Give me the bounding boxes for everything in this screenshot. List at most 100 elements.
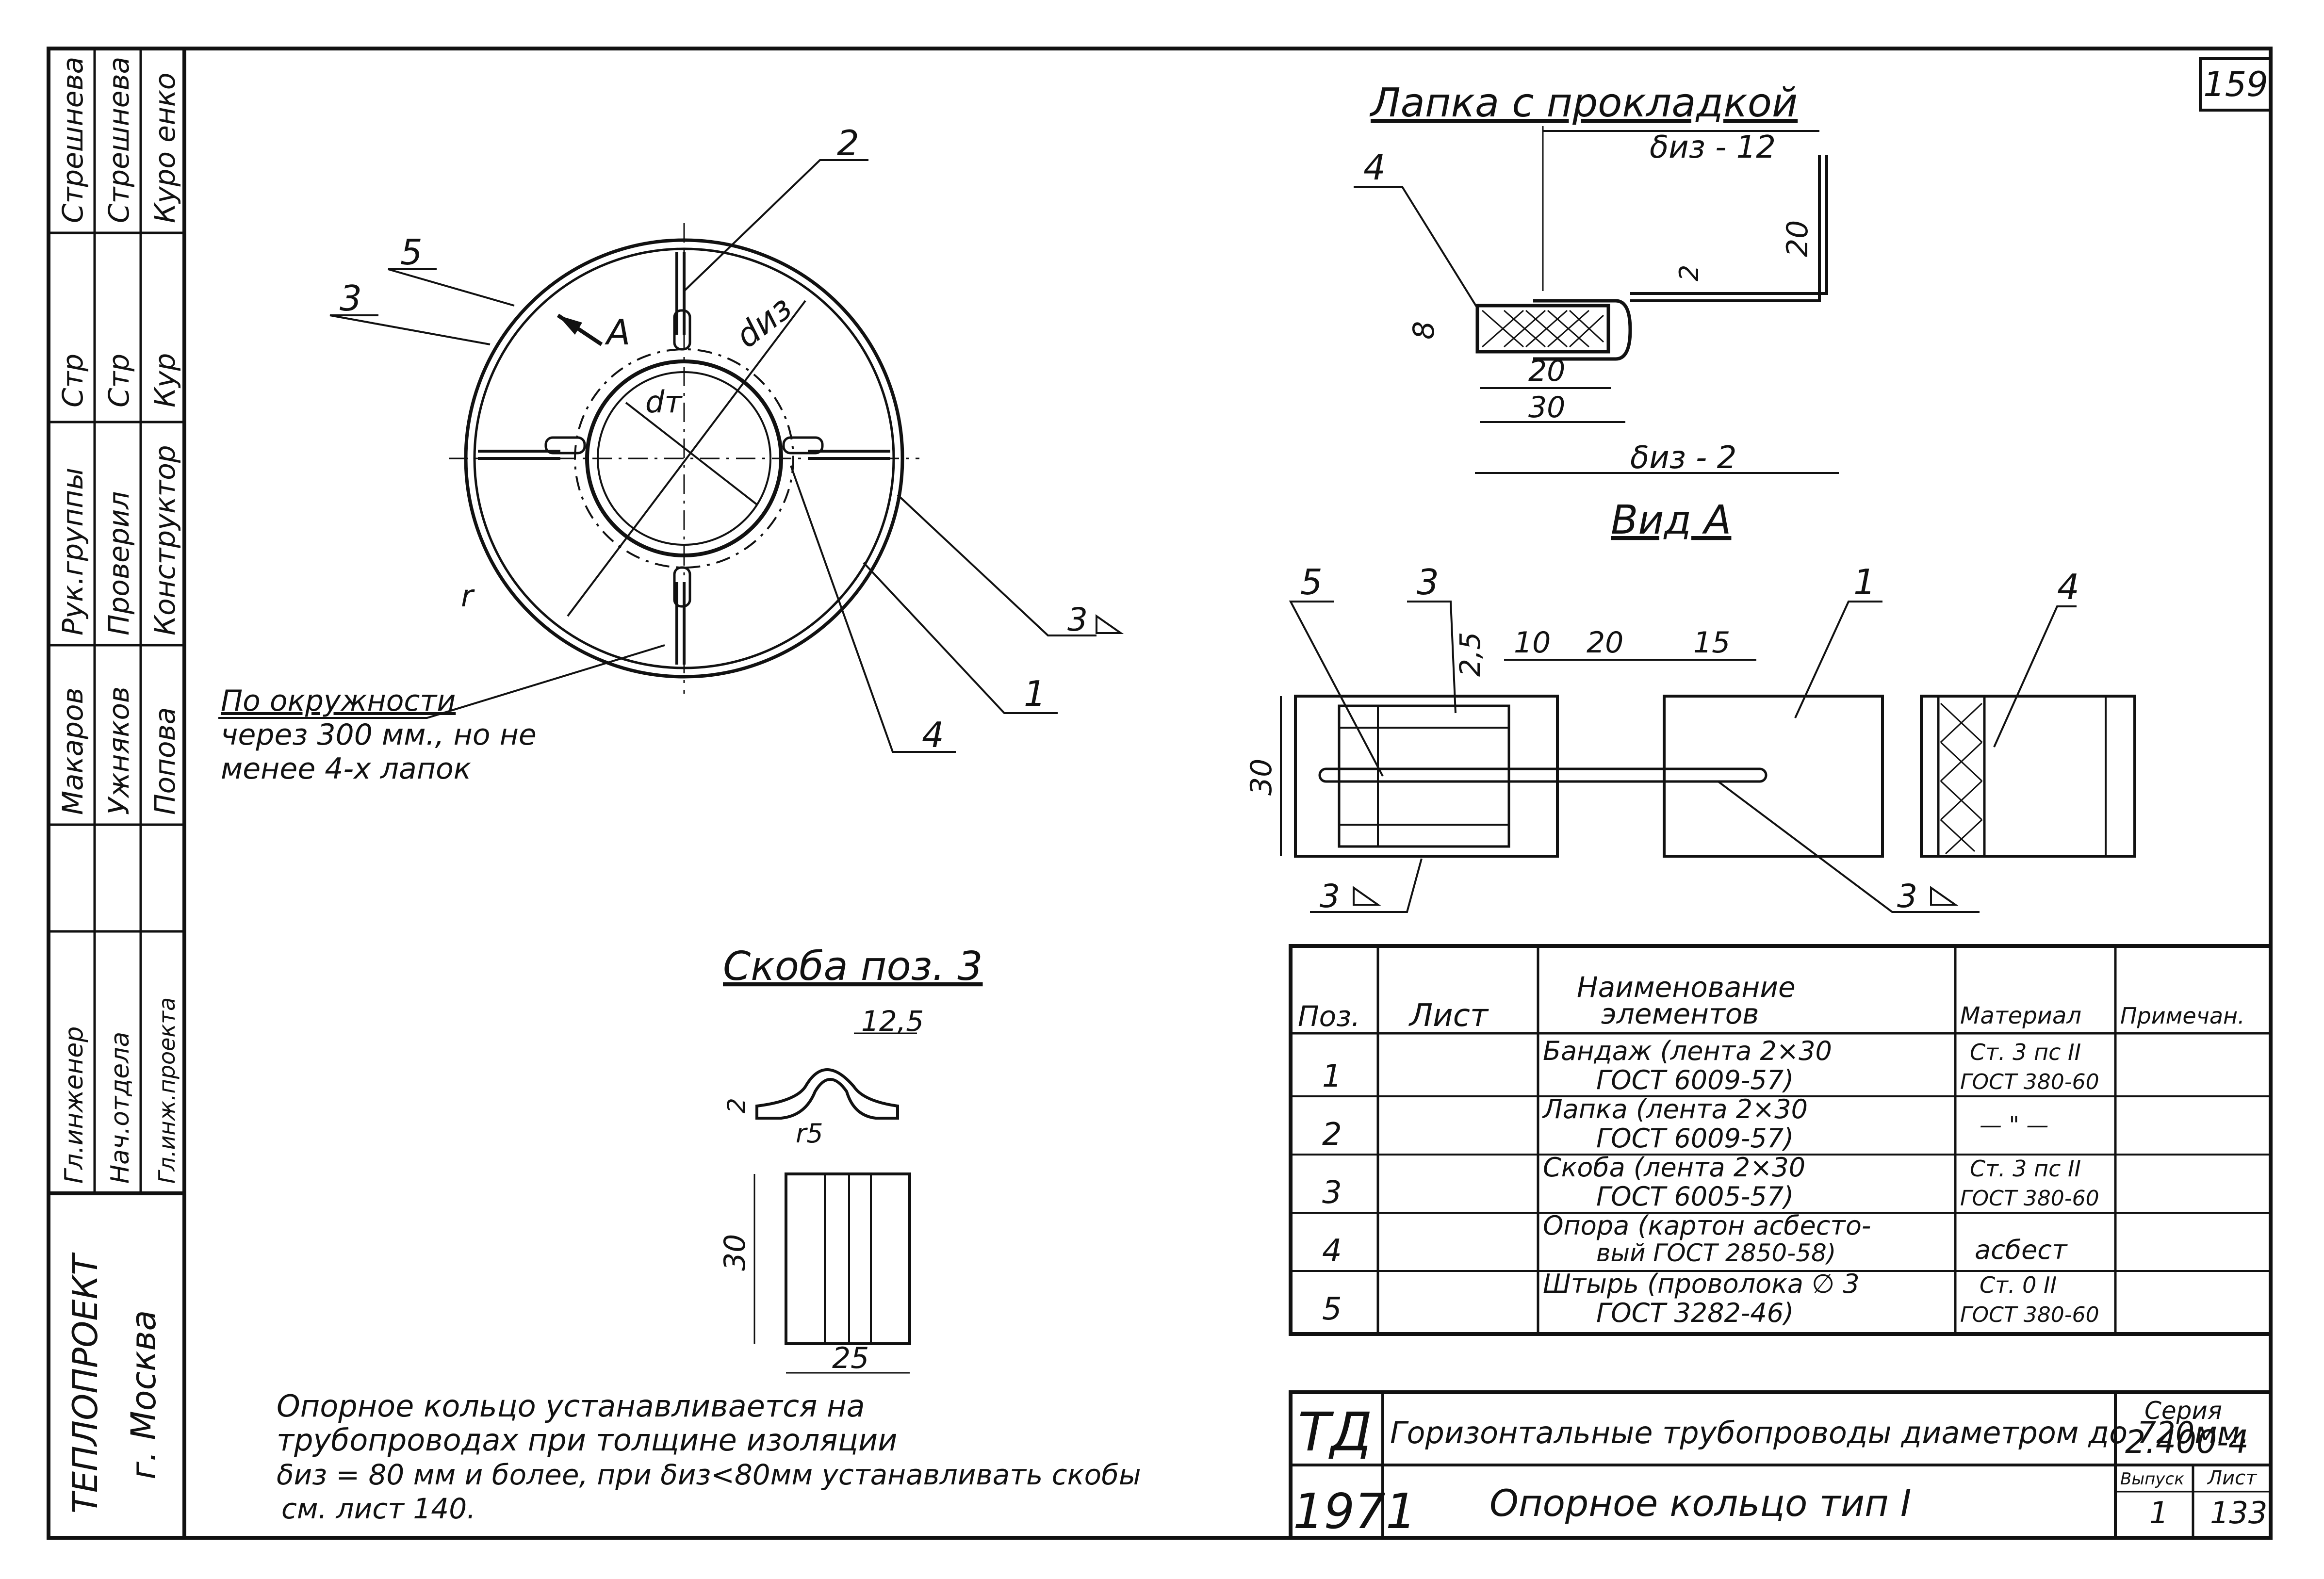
- list-label: Лист: [2207, 1467, 2258, 1489]
- bom-row5-pos: 5: [1322, 1291, 1342, 1327]
- bom-header-sheet: Лист: [1408, 998, 1489, 1034]
- bom-header-note: Примечан.: [2120, 1003, 2245, 1029]
- skoba-dim-r5: r5: [796, 1118, 823, 1149]
- title-td: ТД: [1298, 1401, 1372, 1463]
- stamp-role-1: Рук.группы: [56, 468, 89, 635]
- vid-a-dim-20: 20: [1587, 626, 1623, 660]
- left-stamp: Стрешнева Стрешнева Куро енко Стр Стр Ку…: [49, 49, 184, 1514]
- lapka-dim-4: 8: [1407, 321, 1441, 340]
- skoba-title: Скоба поз. 3: [723, 944, 983, 990]
- skoba-dim-25: 25: [832, 1341, 869, 1375]
- vid-a-label-1: 1: [1853, 562, 1876, 602]
- bom-row3-pos: 3: [1322, 1175, 1342, 1211]
- skoba-detail: Скоба поз. 3 12,5 2 r5 30 25: [718, 944, 983, 1375]
- bom-table: Поз. Лист Наименование элементов Материа…: [1289, 944, 2273, 1336]
- ring-view: 2 5 3 А dиз dт r 3 1 4 По окружности чер…: [218, 123, 1124, 786]
- stamp-name-3: Куро енко: [148, 73, 181, 223]
- stamp-sign-3: Кур: [148, 353, 181, 407]
- lapka-pos: 4: [1363, 147, 1386, 188]
- bom-row4-mat: асбест: [1975, 1235, 2068, 1265]
- vid-a-label-4: 4: [2057, 567, 2079, 607]
- vypusk-label: Выпуск: [2120, 1469, 2184, 1489]
- bom-row4-pos: 4: [1322, 1233, 1342, 1269]
- vid-a-label-3-weld-right: 3: [1897, 878, 1917, 915]
- skoba-dim-30: 30: [718, 1234, 752, 1271]
- bom-row4-name2: вый ГОСТ 2850-58): [1596, 1239, 1836, 1267]
- note-line-2: трубопроводах при толщине изоляции: [277, 1422, 897, 1458]
- vid-a-label-3-weld-left: 3: [1320, 878, 1340, 915]
- bom-row1-name: Бандаж (лента 2×30: [1543, 1036, 1832, 1066]
- bom-row3-mat: Ст. 3 пс II: [1970, 1156, 2081, 1182]
- bom-row1-pos: 1: [1322, 1058, 1342, 1094]
- bom-row1-mat2: ГОСТ 380-60: [1960, 1070, 2099, 1094]
- vid-a-dim-15: 15: [1693, 626, 1730, 660]
- title-line-1: Горизонтальные трубопроводы диаметром до…: [1390, 1415, 2249, 1450]
- bom-row3-name2: ГОСТ 6005-57): [1596, 1181, 1794, 1212]
- vid-a: Вид А 30 2,5 10 20 15 5 3 1 4 3 3: [1244, 497, 2136, 915]
- bom-row3-mat2: ГОСТ 380-60: [1960, 1186, 2099, 1211]
- stamp-role-3: Конструктор: [148, 445, 181, 635]
- general-note: Опорное кольцо устанавливается на трубоп…: [277, 1388, 1141, 1525]
- stamp-title-1: Гл.инженер: [60, 1026, 89, 1184]
- lapka-dim-2: 20: [1781, 220, 1815, 257]
- ring-view-marker: А: [605, 312, 630, 353]
- ring-label-1: 1: [1024, 673, 1046, 714]
- stamp-title-2: Нач.отдела: [106, 1032, 135, 1184]
- bom-row5-mat2: ГОСТ 380-60: [1960, 1302, 2099, 1327]
- ring-note-3: менее 4-х лапок: [221, 752, 471, 786]
- vid-a-dim-25: 2,5: [1454, 632, 1487, 677]
- ring-note-2: через 300 мм., но не: [221, 718, 537, 752]
- stamp-sign-2: Стр: [102, 354, 135, 407]
- title-line-2: Опорное кольцо тип I: [1489, 1481, 1911, 1525]
- stamp-name-2: Стрешнева: [102, 57, 135, 223]
- bom-header-name-2: элементов: [1601, 997, 1759, 1030]
- bom-header-pos: Поз.: [1298, 1000, 1360, 1033]
- vypusk-value: 1: [2149, 1495, 2168, 1530]
- bom-row5-name2: ГОСТ 3282-46): [1596, 1298, 1794, 1328]
- bom-header-name: Наименование: [1577, 971, 1796, 1004]
- sheet-frame: [182, 47, 2273, 1540]
- stamp-person-1: Макаров: [56, 687, 89, 815]
- bom-row5-mat: Ст. 0 II: [1980, 1272, 2057, 1298]
- bom-row2-name2: ГОСТ 6009-57): [1596, 1123, 1794, 1154]
- vid-a-dim-30: 30: [1244, 759, 1278, 796]
- lapka-dim-7: δиз - 2: [1630, 440, 1736, 476]
- ring-radius: r: [461, 578, 475, 614]
- lapka-detail: Лапка с прокладкой δиз - 12 20 2 8 20 30…: [1354, 80, 1839, 476]
- stamp-name-1: Стрешнева: [56, 57, 89, 223]
- bom-row1-name2: ГОСТ 6009-57): [1596, 1065, 1794, 1095]
- ring-label-3-weld: 3: [1067, 601, 1088, 638]
- bom-row2-mat: — " —: [1980, 1112, 2048, 1138]
- skoba-dim-2: 2: [722, 1098, 751, 1113]
- title-block: ТД 1971 Горизонтальные трубопроводы диам…: [1289, 1390, 2273, 1540]
- note-line-4: см. лист 140.: [281, 1492, 476, 1525]
- sheet-number: 159: [2199, 57, 2273, 112]
- list-value: 133: [2210, 1495, 2267, 1530]
- lapka-dim-1: δиз - 12: [1650, 130, 1776, 165]
- vid-a-dim-10: 10: [1514, 626, 1551, 660]
- bom-row5-name: Штырь (проволока ∅ 3: [1543, 1269, 1860, 1299]
- ring-label-4: 4: [922, 715, 944, 755]
- ring-label-2: 2: [837, 123, 859, 163]
- ring-note-1: По окружности: [221, 684, 456, 718]
- stamp-city: г. Москва: [124, 1310, 164, 1480]
- bom-row2-pos: 2: [1322, 1117, 1342, 1153]
- lapka-dim-5: 20: [1528, 354, 1565, 388]
- skoba-dim-125: 12,5: [861, 1005, 924, 1038]
- lapka-dim-6: 30: [1528, 391, 1565, 424]
- title-year: 1971: [1293, 1483, 1417, 1540]
- note-line-1: Опорное кольцо устанавливается на: [277, 1388, 865, 1424]
- stamp-org: ТЕПЛОПРОЕКТ: [65, 1252, 105, 1514]
- ring-d-t: dт: [645, 384, 683, 420]
- bom-row4-name: Опора (картон асбесто-: [1543, 1210, 1871, 1241]
- bom-header-material: Материал: [1960, 1002, 2081, 1029]
- vid-a-label-5: 5: [1300, 562, 1323, 602]
- bom-row1-mat: Ст. 3 пс II: [1970, 1039, 2081, 1065]
- note-line-3: δиз = 80 мм и более, при δиз<80мм устана…: [277, 1458, 1141, 1491]
- lapka-dim-3: 2: [1674, 265, 1704, 281]
- left-stamp-frame: [47, 47, 186, 1540]
- bom-row2-name: Лапка (лента 2×30: [1542, 1094, 1808, 1124]
- ring-label-3: 3: [340, 278, 362, 319]
- bom-row3-name: Скоба (лента 2×30: [1543, 1152, 1805, 1183]
